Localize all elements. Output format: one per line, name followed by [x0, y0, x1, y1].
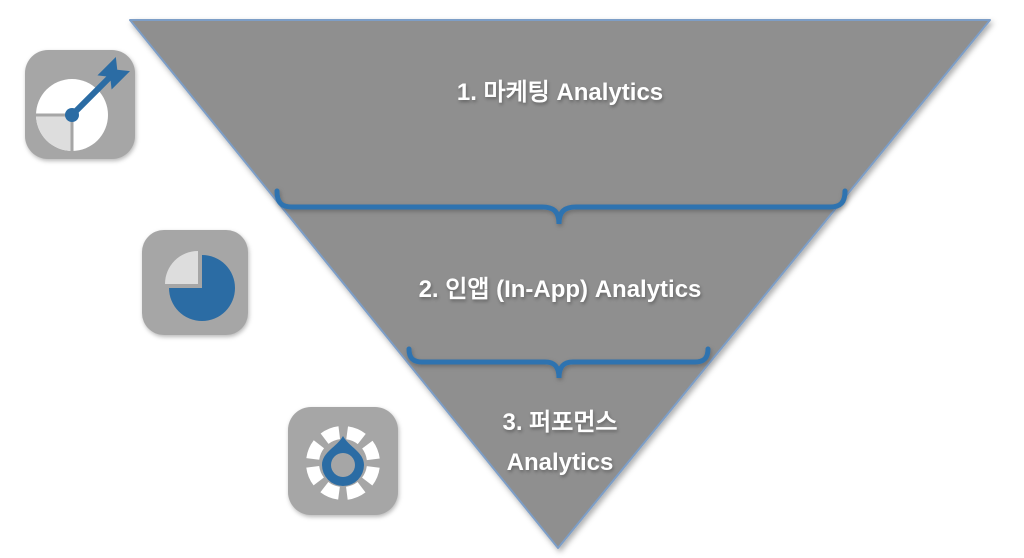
dartboard-target-icon: [25, 50, 135, 159]
funnel-level-3-label: 3. 퍼포먼스 Analytics: [502, 409, 618, 476]
brace-divider-top: [274, 188, 848, 225]
pie-main-slice: [169, 255, 235, 321]
dart-fletching: [97, 57, 130, 90]
dart-center-dot: [65, 108, 79, 122]
target-quadrant: [36, 115, 72, 151]
pie-exploded-slice: [165, 251, 198, 284]
dart: [69, 57, 130, 118]
pie-chart-icon: [142, 230, 248, 335]
drop-hole: [331, 453, 355, 477]
dart-shaft: [69, 71, 116, 118]
funnel-level-2-label: 2. 인앱 (In-App) Analytics: [418, 276, 702, 303]
funnel-level-1-label: 1. 마케팅 Analytics: [456, 79, 664, 106]
funnel-triangle: [129, 19, 991, 549]
segmented-wheel-drop-icon: [288, 407, 398, 515]
brace-divider-bottom: [406, 346, 711, 379]
